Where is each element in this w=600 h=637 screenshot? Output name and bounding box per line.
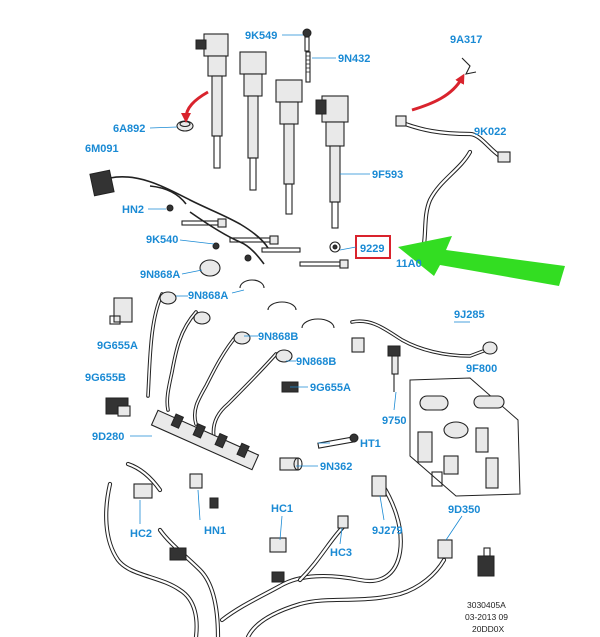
label-HT1: HT1 [360, 438, 381, 450]
fuel-rail-9D280 [150, 409, 260, 489]
bracket-9G655A [109, 297, 133, 325]
label-9G655A-1: 9G655A [97, 340, 138, 352]
fuel-injector-2 [239, 51, 267, 191]
label-9N868B-1: 9N868B [258, 331, 298, 343]
glow-plugs-11A0 [181, 218, 349, 269]
label-9K540: 9K540 [146, 234, 178, 246]
return-hose-9K022 [395, 115, 511, 247]
label-9J285: 9J285 [454, 309, 485, 321]
label-9K022: 9K022 [474, 126, 506, 138]
label-9750: 9750 [382, 415, 406, 427]
green-arrow-icon [398, 236, 565, 286]
label-6M091: 6M091 [85, 143, 119, 155]
fuel-supply-pipe-9J285 [350, 319, 498, 358]
label-HN1: HN1 [204, 525, 226, 537]
pipe-clips-9N868 [159, 259, 335, 363]
bolt-HT1 [317, 433, 359, 449]
label-9F593: 9F593 [372, 169, 403, 181]
label-9N362: 9N362 [320, 461, 352, 473]
label-9G655B: 9G655B [85, 372, 126, 384]
fuel-injector-4 [315, 95, 349, 229]
part-labels: 9K549 9N432 9A317 6A892 9K022 6M091 9F59… [85, 30, 506, 559]
label-9N868A-1: 9N868A [140, 269, 180, 281]
label-9J279: 9J279 [372, 525, 403, 537]
hose-clip-9A317 [461, 57, 477, 75]
label-9229: 9229 [360, 243, 384, 255]
spacer-9N362 [279, 457, 303, 471]
bracket-9G655B [105, 397, 131, 417]
fuel-injector-3 [275, 79, 303, 215]
clamp-6A892 [176, 120, 194, 132]
label-9N868A-2: 9N868A [188, 290, 228, 302]
footer-line-3: 20DD0X [472, 624, 504, 634]
washer-9229 [329, 241, 341, 253]
leader-lines [130, 34, 470, 545]
red-arrow-right [411, 73, 465, 112]
label-9N868B-2: 9N868B [296, 356, 336, 368]
label-HC2: HC2 [130, 528, 152, 540]
diagram-footer: 3030405A 03-2013 09 20DD0X [465, 600, 508, 634]
label-6A892: 6A892 [113, 123, 145, 135]
label-9D280: 9D280 [92, 431, 124, 443]
label-9G655A-2: 9G655A [310, 382, 351, 394]
stud-9N432 [305, 51, 311, 83]
glow-plug-wiring-harness [89, 169, 269, 265]
label-HC3: HC3 [330, 547, 352, 559]
footer-line-2: 03-2013 09 [465, 612, 508, 622]
label-9A317: 9A317 [450, 34, 482, 46]
fuel-injector-1 [195, 33, 229, 169]
lower-fuel-hoses [104, 461, 495, 637]
label-11A0: 11A0 [396, 258, 422, 270]
label-9N432: 9N432 [338, 53, 370, 65]
red-arrow-left [181, 90, 209, 123]
bolt-9K549 [302, 28, 312, 52]
injector-high-pressure-pipes [146, 292, 278, 440]
seal-kit-9F800-box [409, 377, 521, 497]
label-9F800: 9F800 [466, 363, 497, 375]
footer-line-1: 3030405A [467, 600, 506, 610]
label-9D350: 9D350 [448, 504, 480, 516]
label-HC1: HC1 [271, 503, 293, 515]
sensor-9750 [387, 345, 401, 392]
label-9K549: 9K549 [245, 30, 277, 42]
label-HN2: HN2 [122, 204, 144, 216]
